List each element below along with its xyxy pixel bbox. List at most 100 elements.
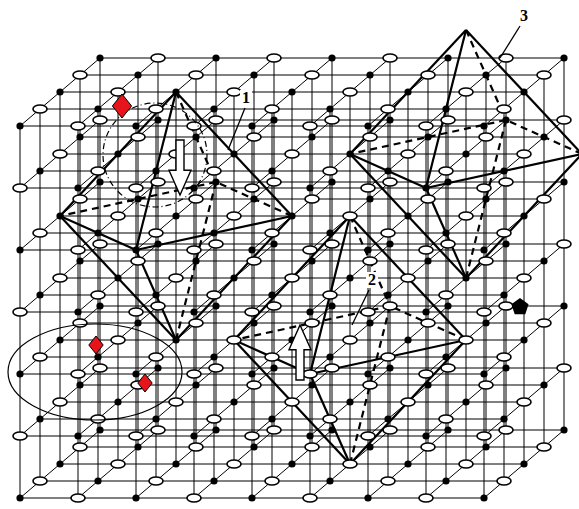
cation-dot — [250, 319, 257, 326]
lattice-bond — [176, 340, 177, 402]
lattice-bond — [60, 216, 61, 278]
anion-ellipse — [517, 150, 531, 158]
cation-dot — [192, 381, 199, 388]
cation-dot — [540, 381, 547, 388]
anion-ellipse — [71, 122, 85, 130]
lattice-bond — [448, 120, 506, 121]
atom — [189, 195, 203, 203]
cation-dot — [500, 291, 507, 298]
cation-dot — [502, 364, 509, 371]
lattice-bond — [370, 261, 428, 262]
lattice-bond — [370, 199, 428, 200]
callout-number: 1 — [240, 90, 252, 106]
lattice-bond — [60, 402, 118, 403]
atom — [56, 336, 63, 343]
atom — [227, 336, 241, 344]
octahedron-edge — [426, 154, 579, 188]
atom — [366, 71, 373, 78]
atom — [537, 319, 551, 327]
atom — [114, 150, 121, 157]
lattice-bond — [254, 323, 312, 324]
anion-ellipse — [459, 88, 473, 96]
cation-dot — [520, 460, 527, 467]
lattice-bond — [196, 385, 254, 386]
cation-dot — [366, 319, 373, 326]
lattice-bond — [350, 92, 351, 154]
lattice-bond — [292, 92, 293, 154]
cation-dot — [404, 336, 411, 343]
lattice-bond — [564, 244, 565, 306]
cation-dot — [250, 71, 257, 78]
cation-dot — [326, 477, 333, 484]
lattice-bond — [426, 126, 484, 127]
lattice-bond — [176, 92, 234, 93]
lattice-bond — [40, 295, 98, 296]
cation-dot — [210, 229, 217, 236]
lattice-bond — [292, 154, 350, 155]
atom — [419, 494, 433, 502]
atom — [212, 178, 219, 185]
atom — [187, 122, 201, 130]
atom — [305, 319, 319, 327]
cation-dot — [386, 364, 393, 371]
atom — [383, 178, 397, 186]
anion-ellipse — [111, 336, 125, 344]
atom — [189, 319, 203, 327]
atom — [169, 398, 183, 406]
lattice-bond — [118, 402, 176, 403]
atom — [480, 122, 487, 129]
lattice-bond — [448, 306, 506, 307]
cation-dot — [326, 353, 333, 360]
anion-ellipse — [419, 494, 433, 502]
cation-dot — [192, 133, 199, 140]
cation-dot — [482, 195, 489, 202]
cation-dot — [346, 150, 353, 157]
lattice-bond — [40, 109, 41, 171]
atom — [557, 240, 571, 248]
anion-ellipse — [323, 291, 337, 299]
anion-ellipse — [305, 319, 319, 327]
atom — [439, 415, 453, 423]
lattice-bond — [486, 75, 544, 76]
lattice-bond — [176, 216, 177, 278]
cation-dot — [364, 494, 371, 501]
anion-ellipse — [479, 381, 493, 389]
anion-ellipse — [517, 398, 531, 406]
anion-ellipse — [111, 212, 125, 220]
lattice-bond — [446, 109, 504, 110]
white-arrow — [289, 325, 311, 380]
lattice-bond — [524, 402, 525, 464]
atom — [73, 195, 87, 203]
atom — [91, 167, 105, 175]
lattice-bond — [428, 385, 486, 386]
atom — [306, 432, 313, 439]
lattice-bond — [292, 402, 350, 403]
atom — [442, 353, 449, 360]
cation-dot — [76, 381, 83, 388]
octahedra — [60, 30, 579, 464]
cation-dot — [172, 460, 179, 467]
atom — [132, 370, 139, 377]
atom — [207, 415, 221, 423]
atom — [96, 178, 103, 185]
cation-dot — [444, 302, 451, 309]
cation-dot — [560, 178, 567, 185]
cation-dot — [132, 246, 139, 253]
cation-dot — [152, 291, 159, 298]
lattice-bond — [350, 402, 408, 403]
lattice-bond — [78, 436, 136, 437]
atom — [71, 370, 85, 378]
lattice-bond — [98, 357, 156, 358]
anion-ellipse — [131, 133, 145, 141]
atom — [480, 246, 487, 253]
lattice-bond — [350, 402, 351, 464]
anion-ellipse — [323, 415, 337, 423]
lattice-bond — [446, 481, 504, 482]
lattice-bond — [350, 216, 351, 278]
anion-ellipse — [207, 291, 221, 299]
octahedron-edge — [136, 216, 292, 250]
atom — [285, 150, 299, 158]
atom — [422, 432, 429, 439]
lattice-bond — [40, 357, 98, 358]
lattice-bond — [446, 295, 504, 296]
